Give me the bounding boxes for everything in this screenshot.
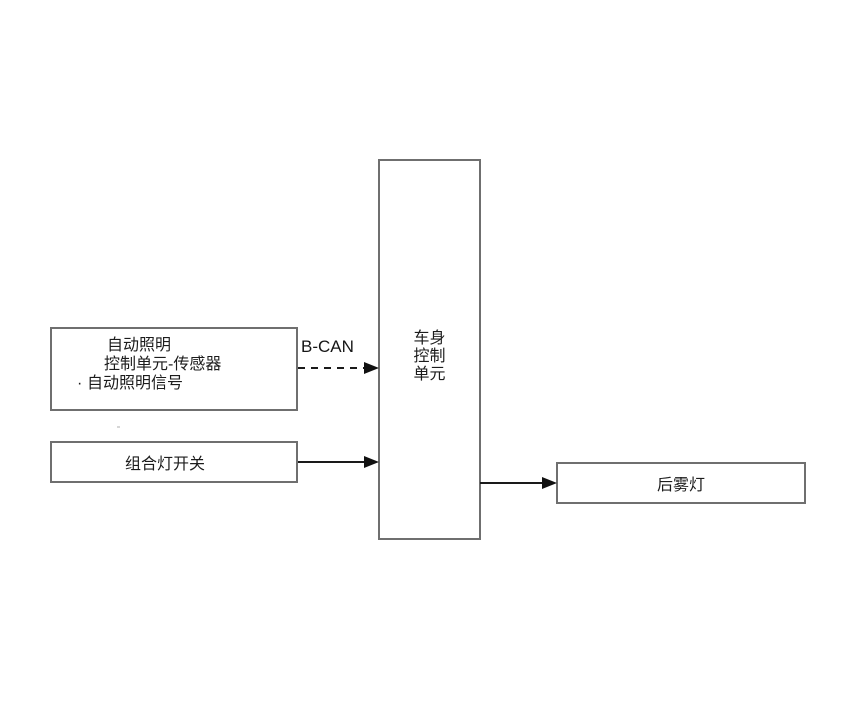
node-auto-lighting-sensor: 自动照明 控制单元-传感器 ·自动照明信号 (50, 327, 298, 411)
bcan-bus-label: B-CAN (301, 337, 354, 356)
node-body-control-unit: 车身 控制 单元 (378, 159, 481, 540)
bcu-line3: 单元 (413, 365, 446, 383)
body-control-unit-label: 车身 控制 单元 (413, 330, 445, 384)
connector-bcan-dashed-line (298, 367, 364, 369)
node-rear-fog-light: 后雾灯 (556, 462, 806, 504)
connector-switch-line (298, 461, 365, 463)
arrowhead-right-icon (364, 456, 379, 468)
bullet-mark: · (77, 375, 83, 392)
connector-fog-line (480, 482, 543, 484)
arrowhead-right-icon (542, 477, 557, 489)
auto-lighting-line1: 自动照明 (107, 337, 172, 354)
auto-lighting-signal-label: 自动照明信号 (87, 375, 184, 392)
bcu-line2: 控制 (413, 347, 446, 365)
arrowhead-right-icon (364, 362, 379, 374)
bcu-line1: 车身 (413, 329, 446, 347)
combination-light-switch-label: 组合灯开关 (124, 456, 205, 473)
node-combination-light-switch: 组合灯开关 (50, 441, 298, 483)
auto-lighting-line2: 控制单元-传感器 (104, 356, 222, 373)
scan-artifact-speck (117, 426, 120, 428)
auto-lighting-line3: ·自动照明信号 (77, 374, 296, 393)
rear-fog-light-label: 后雾灯 (656, 477, 705, 494)
